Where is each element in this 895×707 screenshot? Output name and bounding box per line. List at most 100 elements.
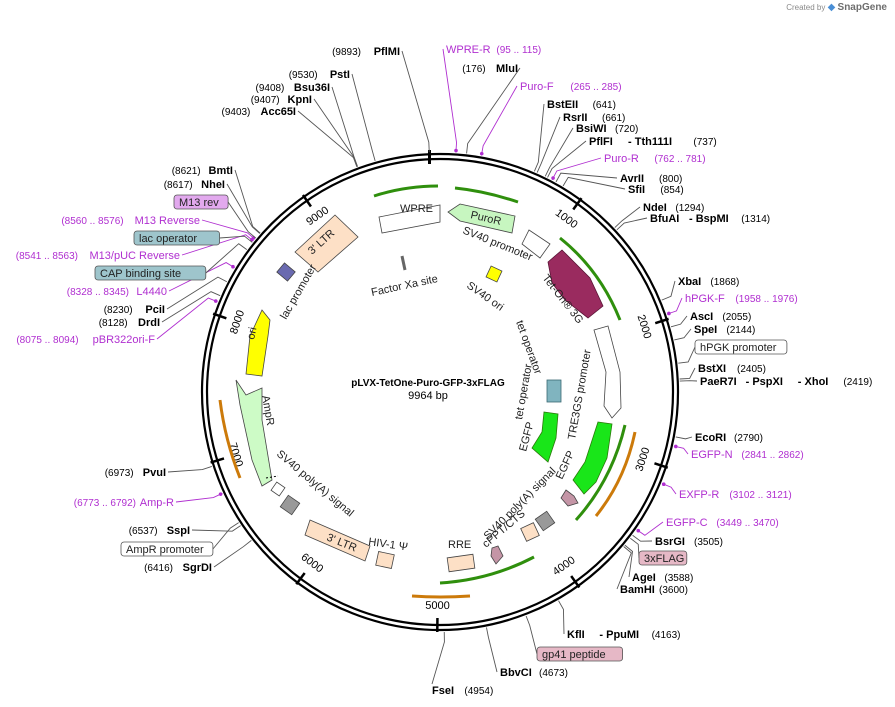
site-pcii[interactable]: PciI(8230) xyxy=(104,304,165,316)
site-position: (2790) xyxy=(734,433,763,444)
boxed-gp41-peptide[interactable]: gp41 peptide xyxy=(536,646,623,662)
hiv-psi-feature[interactable] xyxy=(375,551,395,569)
site-pvui[interactable]: PvuI(6973) xyxy=(105,467,166,479)
primer-wpre-r[interactable]: WPRE-R(95 .. 115) xyxy=(446,44,541,56)
site-kfli[interactable]: KflI- PpuMI(4163) xyxy=(567,629,681,641)
boxed-cap-binding-site[interactable]: CAP binding site xyxy=(94,265,207,281)
primer-egfp-c[interactable]: EGFP-C(3449 .. 3470) xyxy=(666,517,779,529)
site-ecori[interactable]: EcoRI(2790) xyxy=(695,432,763,444)
sv40-polya-right-feature[interactable] xyxy=(534,510,556,532)
tick-label-2000: 2000 xyxy=(634,313,653,340)
site-bsteii[interactable]: BstEII(641) xyxy=(547,99,616,111)
primer-site-mark xyxy=(218,492,223,496)
site-psti[interactable]: PstI(9530) xyxy=(289,69,350,81)
gp41-feature[interactable] xyxy=(490,545,504,565)
primer-exfp-r[interactable]: EXFP-R(3102 .. 3121) xyxy=(679,489,792,501)
leader-MluI xyxy=(466,67,521,154)
site-position: (737) xyxy=(693,137,716,148)
site-pflfi[interactable]: PflFI- Tth111I(737) xyxy=(589,136,717,148)
ltr-top-feature[interactable] xyxy=(294,214,359,273)
site-spei[interactable]: SpeI(2144) xyxy=(694,324,755,336)
egfp-outer-feature[interactable] xyxy=(572,421,613,495)
rre-feature[interactable] xyxy=(446,553,476,573)
site-drdi[interactable]: DrdI(8128) xyxy=(99,317,160,329)
tet-on-3g-feature[interactable] xyxy=(547,249,604,319)
site-asci[interactable]: AscI(2055) xyxy=(690,311,751,323)
site-fsei[interactable]: FseI(4954) xyxy=(432,685,493,697)
site-mlui[interactable]: MluI(176) xyxy=(462,63,518,75)
site-position: (2144) xyxy=(726,325,755,336)
primer-hpgk-f[interactable]: hPGK-F(1958 .. 1976) xyxy=(685,293,798,305)
site-bmti[interactable]: BmtI(8621) xyxy=(172,165,233,177)
site-name: PciI xyxy=(145,304,165,316)
leader-M13 rev xyxy=(227,201,257,239)
primer-site-mark xyxy=(479,151,484,156)
site-bamhi[interactable]: BamHI(3600) xyxy=(620,584,688,596)
tick-9000 xyxy=(301,194,312,208)
label-egfp-right: EGFP xyxy=(554,449,578,481)
leader-BbvCI xyxy=(486,627,498,673)
site-nhei[interactable]: NheI(8617) xyxy=(164,179,225,191)
egfp-inner-feature[interactable] xyxy=(531,411,559,463)
leader-NdeI xyxy=(614,206,641,228)
primer-amp-r[interactable]: Amp-R(6773 .. 6792) xyxy=(74,497,174,509)
tick-2000 xyxy=(654,317,669,325)
leader-WPRE-R xyxy=(442,48,457,153)
factor-xa-feature[interactable] xyxy=(400,255,407,271)
site-avrii[interactable]: AvrII(800) xyxy=(620,173,682,185)
ori-feature[interactable] xyxy=(245,309,271,377)
primer-puro-r[interactable]: Puro-R(762 .. 781) xyxy=(604,153,706,165)
primer-m13-reverse[interactable]: M13 Reverse(8560 .. 8576) xyxy=(61,215,200,227)
sv40-promoter-feature[interactable] xyxy=(521,229,551,259)
site-acc65i[interactable]: Acc65I(9403) xyxy=(221,106,296,118)
snapgene-credit: Created by ◆ SnapGene xyxy=(786,2,887,13)
primer-pbr322ori-f[interactable]: pBR322ori-F(8075 .. 8094) xyxy=(16,334,155,346)
puror-feature[interactable] xyxy=(447,203,516,234)
tet-operator-feature[interactable] xyxy=(546,379,562,403)
primer-m13-puc-reverse[interactable]: M13/pUC Reverse(8541 .. 8563) xyxy=(16,250,180,262)
site-sfii[interactable]: SfiI(854) xyxy=(628,184,684,196)
site-xbai[interactable]: XbaI(1868) xyxy=(678,276,739,288)
boxed-ampr-promoter[interactable]: AmpR promoter xyxy=(120,541,214,557)
site-agei[interactable]: AgeI(3588) xyxy=(632,572,693,584)
site-sspi[interactable]: SspI(6537) xyxy=(129,525,190,537)
boxed-lac-operator[interactable]: lac operator xyxy=(133,230,220,246)
site-bsrgi[interactable]: BsrGI(3505) xyxy=(655,536,723,548)
leader-BstXI xyxy=(679,367,696,380)
boxed-hpgk-promoter[interactable]: hPGK promoter xyxy=(694,339,788,355)
boxed-3xflag[interactable]: 3xFLAG xyxy=(638,550,688,566)
lac-promoter-feature[interactable] xyxy=(276,262,296,282)
sv40-polya-left-feature[interactable] xyxy=(279,494,301,516)
site-rsrii[interactable]: RsrII(661) xyxy=(563,112,625,124)
primer-puro-f[interactable]: Puro-F(265 .. 285) xyxy=(520,81,622,93)
3xflag-feature[interactable] xyxy=(560,489,579,507)
site-name: SfiI xyxy=(628,184,645,196)
site-bsiwi[interactable]: BsiWI(720) xyxy=(576,123,638,135)
ampr-feature[interactable] xyxy=(235,379,273,487)
primer-range: (1958 .. 1976) xyxy=(735,294,797,305)
primer-egfp-n[interactable]: EGFP-N(2841 .. 2862) xyxy=(691,449,804,461)
site-sgrdi[interactable]: SgrDI(6416) xyxy=(144,562,212,574)
sv40-ori-feature[interactable] xyxy=(485,265,503,283)
leader-Bsu36I xyxy=(331,86,358,167)
site-ndei[interactable]: NdeI(1294) xyxy=(643,202,704,214)
site-bstxi[interactable]: BstXI(2405) xyxy=(698,363,766,375)
wpre-feature[interactable] xyxy=(378,204,441,234)
site-kpni[interactable]: KpnI(9407) xyxy=(251,94,312,106)
ltr-bottom-feature[interactable] xyxy=(304,519,371,562)
leader-CAP binding site xyxy=(205,243,248,274)
boxed-label-text: AmpR promoter xyxy=(126,544,204,556)
boxed-m13-rev[interactable]: M13 rev xyxy=(173,194,229,210)
leader-SpeI xyxy=(674,328,692,341)
primer-l4440[interactable]: L4440(8328 .. 8345) xyxy=(67,286,167,298)
site-name: Bsu36I xyxy=(294,82,330,94)
site-bfuai[interactable]: BfuAI- BspMI(1314) xyxy=(650,213,770,225)
boxed-label-bg xyxy=(173,194,229,210)
cppt-cts-feature[interactable] xyxy=(520,522,540,542)
site-bsu36i[interactable]: Bsu36I(9408) xyxy=(255,82,330,94)
site-bbvci[interactable]: BbvCI(4673) xyxy=(500,667,568,679)
tre3gs-promoter-feature[interactable] xyxy=(593,325,622,419)
site-paer7i[interactable]: PaeR7I- PspXI- XhoI(2419) xyxy=(700,376,872,388)
site-pflmi[interactable]: PflMI(9893) xyxy=(332,46,400,58)
